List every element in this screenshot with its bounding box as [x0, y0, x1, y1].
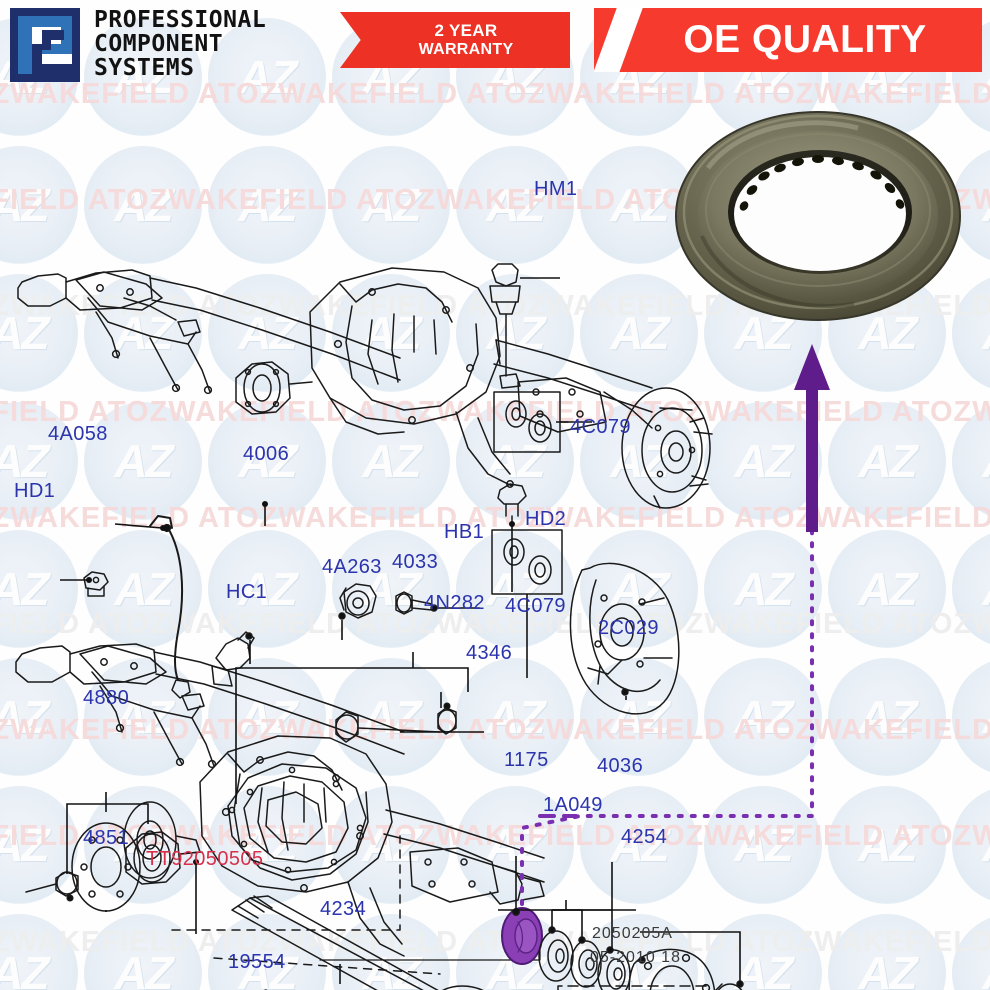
- brand-header: PROFESSIONAL COMPONENT SYSTEMS 2 YEAR WA…: [0, 0, 990, 92]
- brand-line-2: COMPONENT: [94, 31, 224, 58]
- oe-quality-badge: OE QUALITY: [594, 8, 982, 72]
- part-label-1175: 1175: [504, 749, 549, 771]
- part-label-hm1: HM1: [534, 178, 578, 200]
- part-label-4346: 4346: [466, 642, 513, 664]
- part-label-4851: 4851: [83, 827, 130, 849]
- part-label-4033: 4033: [392, 551, 439, 573]
- diagram-footer-date: 05-2010 18: [590, 949, 681, 966]
- diagram-footer-code: 2050205A: [592, 925, 673, 942]
- warranty-line-2: WARRANTY: [418, 40, 514, 58]
- part-label-4254: 4254: [621, 826, 668, 848]
- brand-line-3: SYSTEMS: [94, 54, 195, 81]
- part-label-tt92050505: TT92050505: [146, 848, 264, 870]
- part-label-4c079-mid: 4C079: [505, 595, 566, 617]
- oe-quality-label: OE QUALITY: [683, 18, 927, 61]
- part-label-4n282: 4N282: [424, 592, 485, 614]
- part-label-2c029: 2C029: [598, 617, 659, 639]
- part-label-hd1: HD1: [14, 480, 56, 502]
- part-label-4a263: 4A263: [322, 556, 382, 578]
- slash-decor-icon: [594, 8, 646, 72]
- part-label-4234: 4234: [320, 898, 367, 920]
- part-label-1a049: 1A049: [543, 794, 603, 816]
- part-label-4006: 4006: [243, 443, 290, 465]
- part-label-hb1: HB1: [444, 521, 485, 543]
- warranty-line-1: 2 YEAR: [434, 21, 498, 41]
- part-label-4880: 4880: [83, 687, 130, 709]
- warranty-badge: 2 YEAR WARRANTY: [340, 12, 570, 68]
- part-label-hc1: HC1: [226, 581, 268, 603]
- part-label-4036: 4036: [597, 755, 644, 777]
- part-label-hd2: HD2: [525, 508, 567, 530]
- brand-line-1: PROFESSIONAL: [94, 7, 267, 34]
- part-label-19554: 19554: [228, 951, 286, 973]
- part-label-4c079-top: 4C079: [570, 416, 631, 438]
- brand-logo: PROFESSIONAL COMPONENT SYSTEMS: [8, 6, 266, 84]
- brand-name: PROFESSIONAL COMPONENT SYSTEMS: [94, 7, 267, 81]
- part-label-4a058: 4A058: [48, 423, 108, 445]
- pc-spiral-logo-icon: [10, 8, 80, 82]
- product-photo-bearing: [668, 96, 968, 336]
